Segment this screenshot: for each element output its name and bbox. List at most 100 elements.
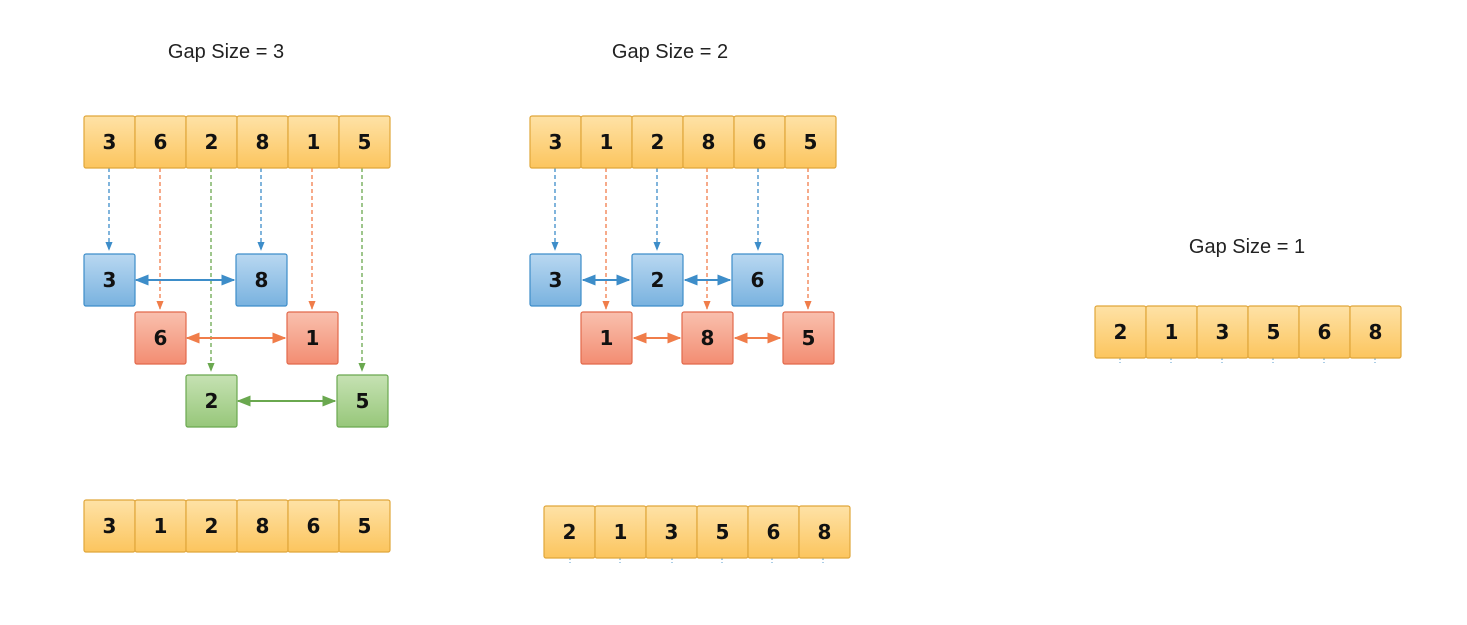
input-cell-bg (784, 115, 837, 169)
group-cell-red-value: 1 (306, 326, 320, 350)
group-cell-red-value: 1 (600, 326, 614, 350)
input-cell: 1 (580, 115, 633, 169)
output-cell: 1 (134, 499, 187, 553)
output-cell-value: 8 (818, 520, 832, 544)
group-cell-red-value: 8 (701, 326, 715, 350)
group-cell-red: 8 (681, 311, 734, 365)
input-cell-value: 8 (256, 130, 270, 154)
group-cell-red-bg (286, 311, 339, 365)
output-cell: 5 (696, 505, 749, 559)
group-cell-blue-bg (235, 253, 288, 307)
group-cell-green: 2 (185, 374, 238, 428)
input-cell-value: 6 (1318, 320, 1332, 344)
input-cell-value: 8 (1369, 320, 1383, 344)
output-cell: 8 (798, 505, 851, 559)
output-cell-value: 8 (256, 514, 270, 538)
group-cell-red-value: 6 (154, 326, 168, 350)
input-cell-value: 5 (804, 130, 818, 154)
group-cell-green-value: 2 (205, 389, 219, 413)
group-cell-green: 5 (336, 374, 389, 428)
input-cell: 8 (1349, 305, 1402, 359)
panel-title-gap-2: Gap Size = 2 (612, 41, 728, 63)
input-cell: 5 (784, 115, 837, 169)
output-cell-bg (338, 499, 391, 553)
input-cell-value: 2 (205, 130, 219, 154)
input-cell: 3 (529, 115, 582, 169)
group-cell-blue-bg (731, 253, 784, 307)
group-cell-blue-value: 3 (549, 268, 563, 292)
group-cell-blue-value: 6 (751, 268, 765, 292)
group-cell-red: 1 (580, 311, 633, 365)
input-cell: 2 (631, 115, 684, 169)
group-cell-red: 6 (134, 311, 187, 365)
input-cell: 8 (682, 115, 735, 169)
input-cell: 1 (287, 115, 340, 169)
group-cell-blue: 3 (529, 253, 582, 307)
input-cell-bg (338, 115, 391, 169)
output-cell: 6 (287, 499, 340, 553)
input-cell-value: 6 (154, 130, 168, 154)
group-cell-red: 5 (782, 311, 835, 365)
group-cell-blue: 8 (235, 253, 288, 307)
output-cell-value: 6 (767, 520, 781, 544)
input-cell-value: 2 (651, 130, 665, 154)
group-cell-blue-value: 3 (103, 268, 117, 292)
output-cell: 6 (747, 505, 800, 559)
group-cell-blue: 6 (731, 253, 784, 307)
input-cell: 6 (733, 115, 786, 169)
group-cell-red-bg (681, 311, 734, 365)
input-cell-value: 3 (549, 130, 563, 154)
input-cell-value: 1 (1165, 320, 1179, 344)
group-cell-green-value: 5 (356, 389, 370, 413)
group-cell-red-bg (134, 311, 187, 365)
group-cell-red-value: 5 (802, 326, 816, 350)
group-cell-red-bg (580, 311, 633, 365)
input-cell-value: 8 (702, 130, 716, 154)
group-cell-blue: 3 (83, 253, 136, 307)
group-cell-blue: 2 (631, 253, 684, 307)
output-cell: 5 (338, 499, 391, 553)
input-cell: 2 (1094, 305, 1147, 359)
output-cell-value: 2 (205, 514, 219, 538)
output-cell-value: 1 (154, 514, 168, 538)
output-cell-value: 5 (716, 520, 730, 544)
output-cell-value: 2 (563, 520, 577, 544)
input-cell-value: 3 (1216, 320, 1230, 344)
panel-title-gap-3: Gap Size = 3 (168, 41, 284, 63)
input-cell: 5 (338, 115, 391, 169)
output-cell: 3 (645, 505, 698, 559)
output-cell-value: 6 (307, 514, 321, 538)
input-cell: 3 (1196, 305, 1249, 359)
input-cell-value: 1 (600, 130, 614, 154)
output-cell: 2 (185, 499, 238, 553)
group-cell-blue-value: 2 (651, 268, 665, 292)
input-cell-value: 6 (753, 130, 767, 154)
input-cell: 1 (1145, 305, 1198, 359)
group-cell-green-bg (185, 374, 238, 428)
group-cell-blue-bg (529, 253, 582, 307)
output-cell-value: 1 (614, 520, 628, 544)
input-cell-value: 2 (1114, 320, 1128, 344)
input-cell: 8 (236, 115, 289, 169)
input-cell: 6 (1298, 305, 1351, 359)
output-cell-value: 5 (358, 514, 372, 538)
input-cell: 3 (83, 115, 136, 169)
input-cell-value: 5 (1267, 320, 1281, 344)
group-cell-red: 1 (286, 311, 339, 365)
input-cell: 6 (134, 115, 187, 169)
panel-title-gap-1: Gap Size = 1 (1189, 236, 1305, 258)
group-cell-green-bg (336, 374, 389, 428)
input-cell-bg (1349, 305, 1402, 359)
group-cell-blue-bg (83, 253, 136, 307)
group-cell-blue-bg (631, 253, 684, 307)
output-cell-bg (798, 505, 851, 559)
output-cell-value: 3 (665, 520, 679, 544)
group-cell-red-bg (782, 311, 835, 365)
output-cell-value: 3 (103, 514, 117, 538)
input-cell: 5 (1247, 305, 1300, 359)
input-cell: 2 (185, 115, 238, 169)
output-cell: 2 (543, 505, 596, 559)
